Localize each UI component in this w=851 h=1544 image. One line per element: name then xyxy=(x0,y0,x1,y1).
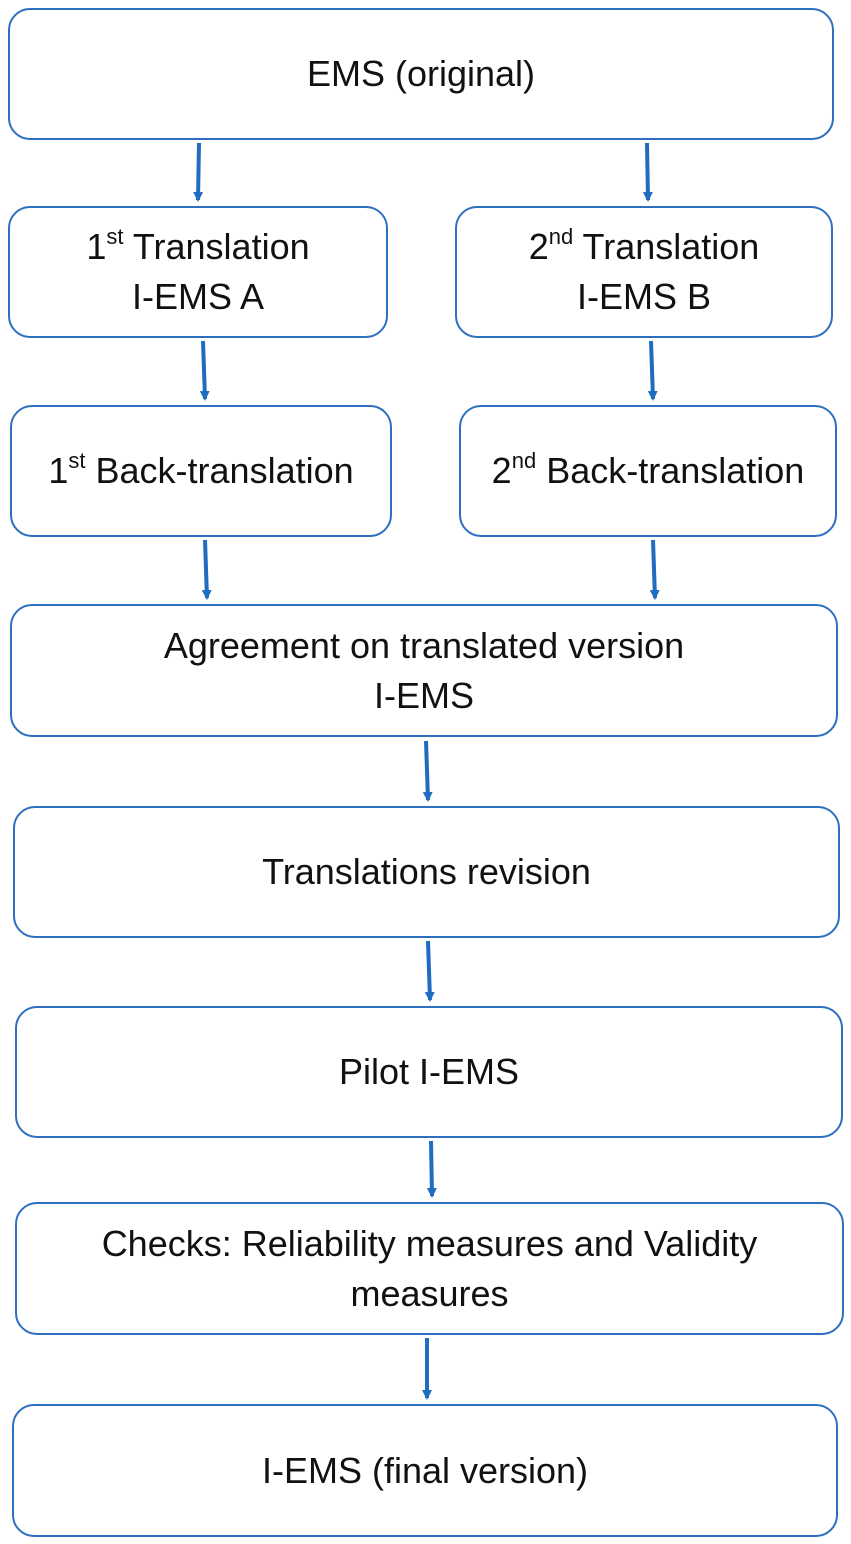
node-translation-1-title: 1st Translation xyxy=(86,224,310,268)
arrow-translation-2-to-back-translation-2 xyxy=(647,340,658,401)
node-agreement-title: Agreement on translated version xyxy=(163,624,685,666)
node-agreement-subtitle: I-EMS xyxy=(373,674,474,716)
node-final-label: I-EMS (final version) xyxy=(261,1449,589,1491)
arrow-ems-to-translation-2 xyxy=(642,142,653,202)
node-back-translation-2: 2nd Back-translation xyxy=(459,405,837,537)
node-pilot: Pilot I-EMS xyxy=(15,1006,843,1138)
arrow-revision-to-pilot xyxy=(424,940,435,1002)
node-back-translation-1-label: 1st Back-translation xyxy=(48,448,354,492)
arrow-pilot-to-checks xyxy=(426,1140,437,1198)
node-checks-subtitle: measures xyxy=(350,1272,509,1314)
node-translation-2: 2nd Translation I-EMS B xyxy=(455,206,833,338)
node-translation-2-title: 2nd Translation xyxy=(528,224,760,268)
node-pilot-label: Pilot I-EMS xyxy=(338,1051,520,1092)
node-back-translation-1: 1st Back-translation xyxy=(10,405,392,537)
arrow-back-translation-2-to-agreement xyxy=(649,539,660,600)
node-back-translation-2-label: 2nd Back-translation xyxy=(491,448,805,492)
node-translation-1-subtitle: I-EMS A xyxy=(131,276,264,317)
arrow-agreement-to-revision xyxy=(422,740,433,802)
arrow-back-translation-1-to-agreement xyxy=(201,539,212,600)
node-final: I-EMS (final version) xyxy=(12,1404,838,1537)
node-translation-1: 1st Translation I-EMS A xyxy=(8,206,388,338)
node-translation-2-subtitle: I-EMS B xyxy=(576,276,711,317)
node-revision: Translations revision xyxy=(13,806,840,938)
arrow-ems-to-translation-1 xyxy=(193,142,204,202)
node-checks: Checks: Reliability measures and Validit… xyxy=(15,1202,844,1335)
node-checks-title: Checks: Reliability measures and Validit… xyxy=(101,1222,758,1264)
node-ems-original-label: EMS (original) xyxy=(306,53,536,94)
node-ems-original: EMS (original) xyxy=(8,8,834,140)
arrow-translation-1-to-back-translation-1 xyxy=(199,340,210,401)
node-revision-label: Translations revision xyxy=(262,851,591,892)
node-agreement: Agreement on translated version I-EMS xyxy=(10,604,838,737)
